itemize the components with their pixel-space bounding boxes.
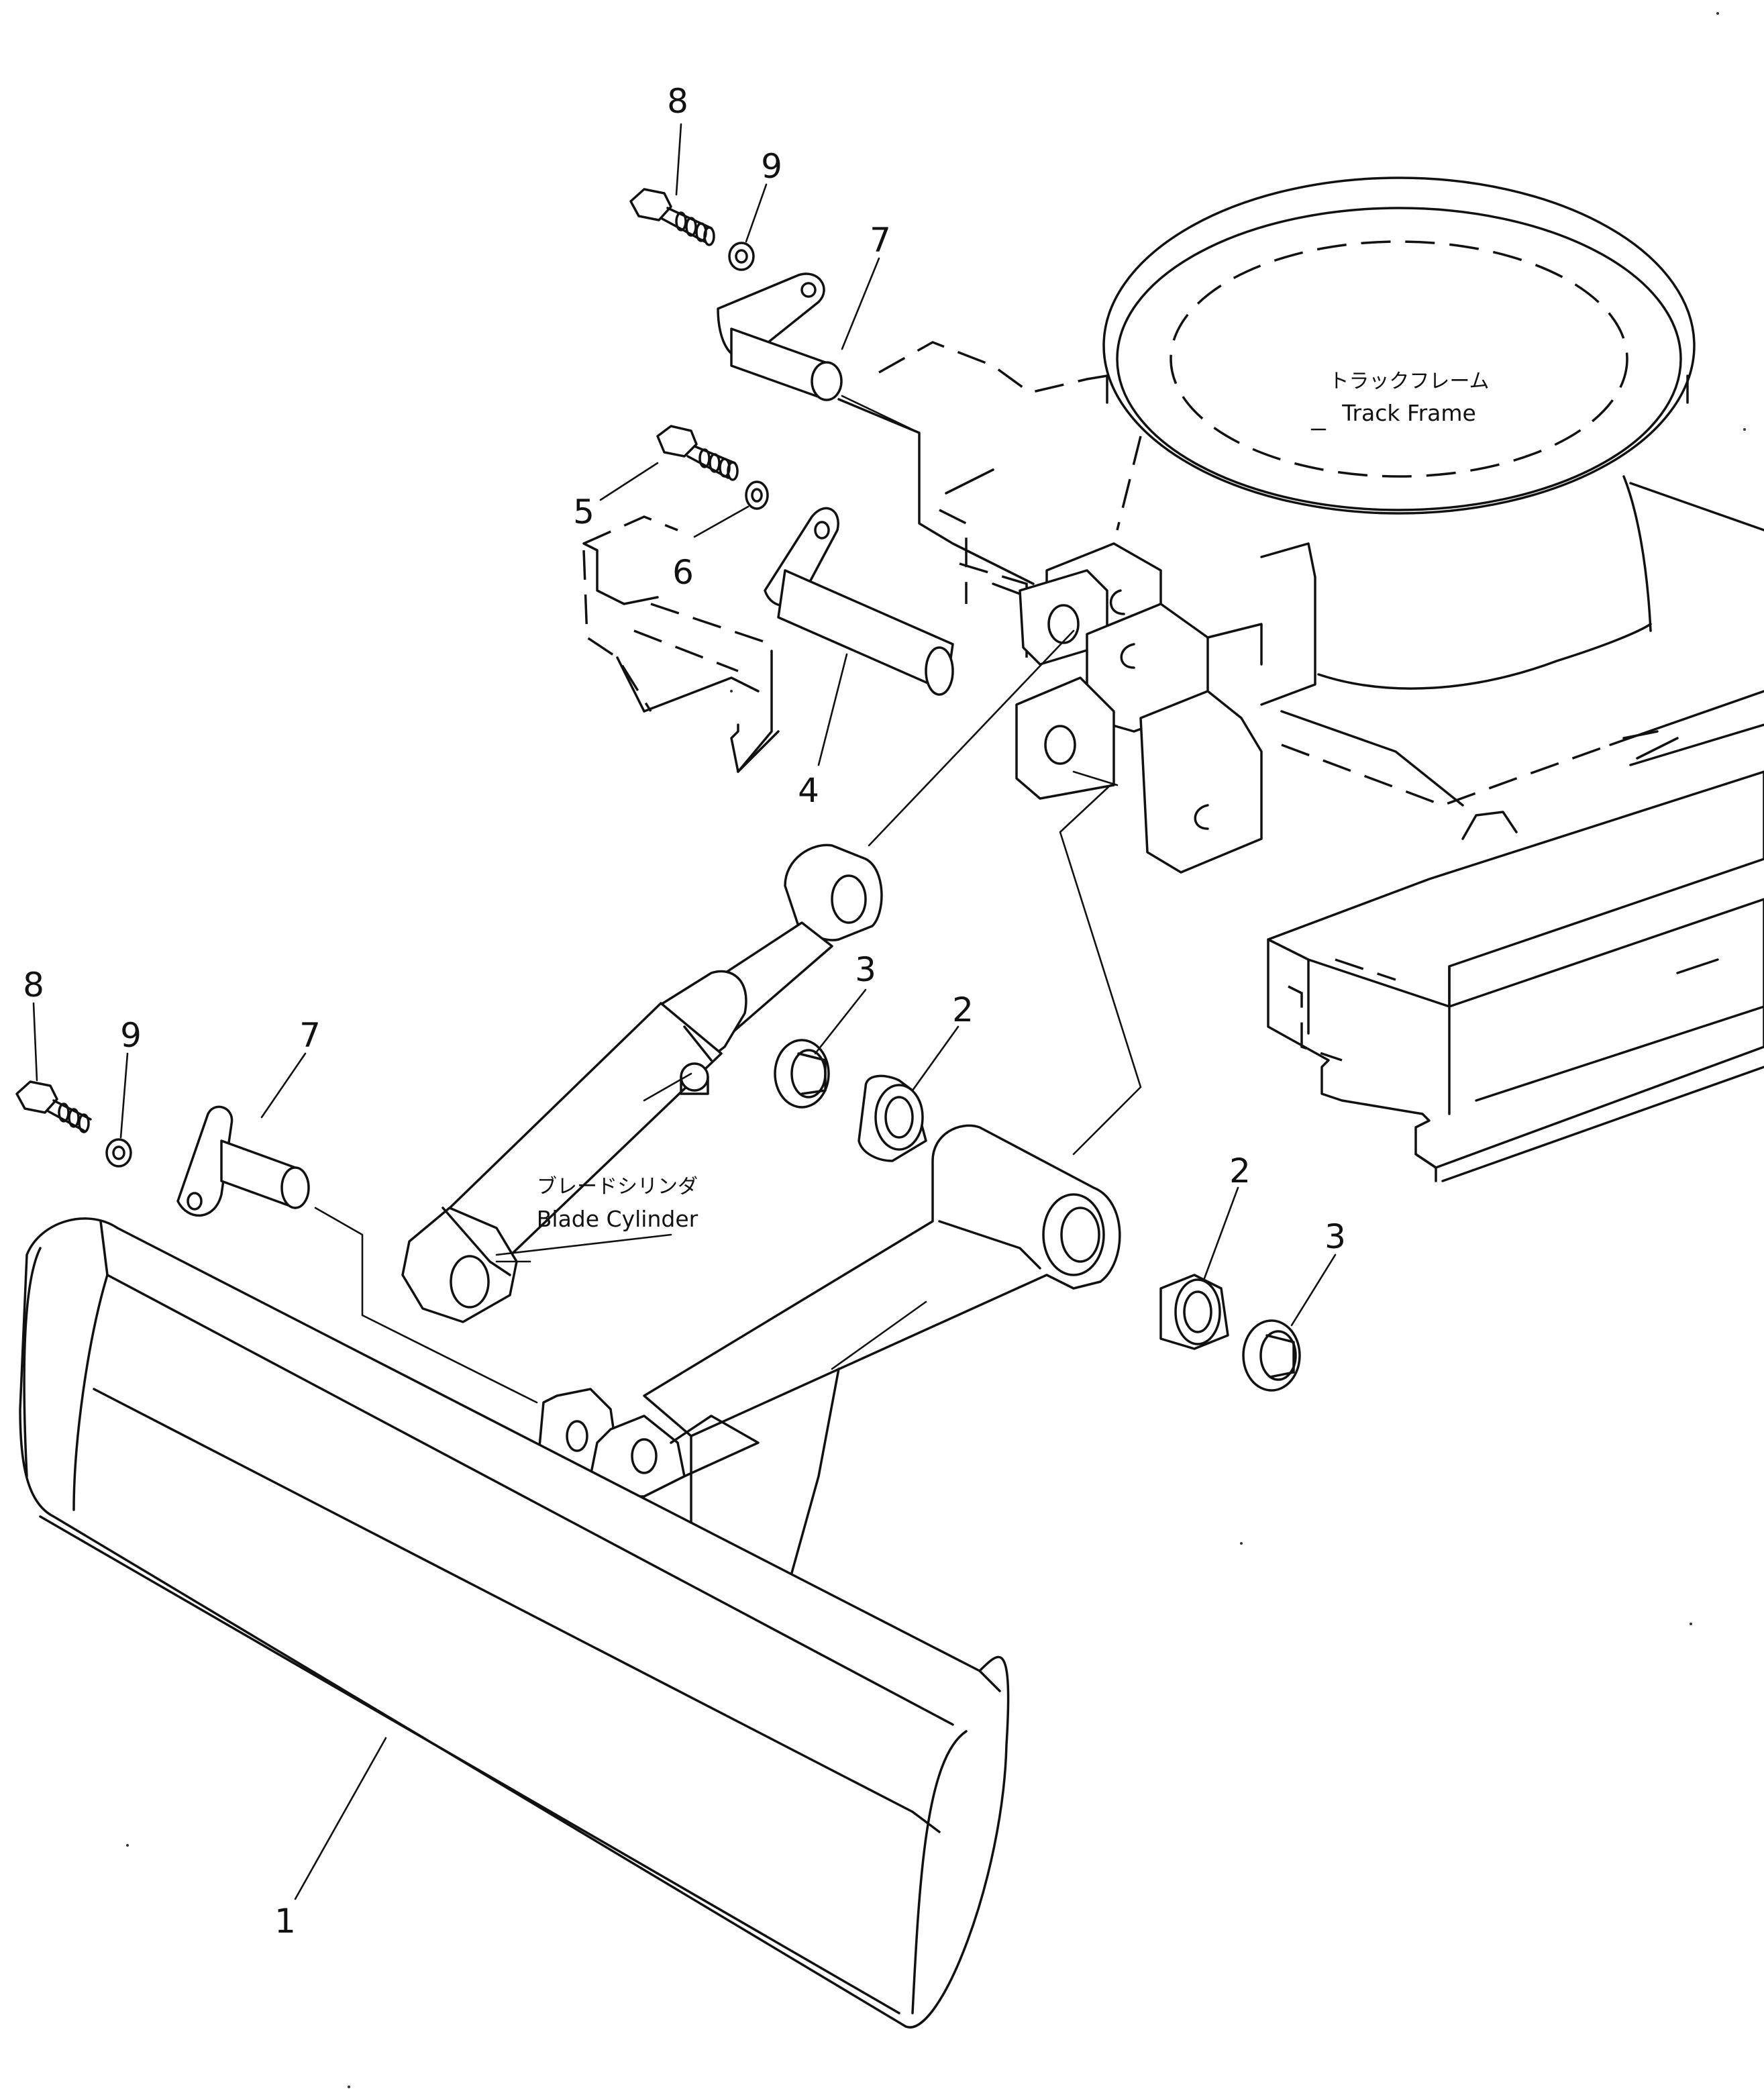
bushing-2-lower xyxy=(1159,1274,1229,1350)
track-frame-label-jp: トラックフレーム xyxy=(1329,370,1489,393)
callout-leaders xyxy=(32,123,1337,1900)
callout-9-left: 9 xyxy=(120,1016,142,1055)
seal-3-upper xyxy=(774,1039,830,1109)
washer-9-top xyxy=(728,242,755,271)
part-labels: トラックフレーム Track Frame ブレードシリンダ Blade Cyli… xyxy=(537,370,1490,1232)
blade-1 xyxy=(19,1217,1010,2029)
track-frame-label-en: Track Frame xyxy=(1341,400,1476,426)
callout-7-top: 7 xyxy=(870,221,891,260)
seal-3-lower xyxy=(1242,1319,1301,1392)
bushing-2-upper xyxy=(858,1074,927,1162)
callout-3-lower: 3 xyxy=(1325,1217,1346,1256)
callout-numbers: 8 9 7 5 6 4 8 9 7 3 2 2 3 1 xyxy=(23,82,1346,1941)
bolt-8-left xyxy=(15,1080,92,1133)
washer-6 xyxy=(745,480,769,510)
callout-4: 4 xyxy=(798,771,819,810)
track-frame xyxy=(837,176,1764,1182)
callout-1: 1 xyxy=(274,1902,296,1941)
frame-bracket-left xyxy=(582,515,780,773)
callout-7-left: 7 xyxy=(299,1016,321,1055)
scan-specks xyxy=(126,12,1746,2088)
callout-8-left: 8 xyxy=(23,966,44,1005)
washer-9-left xyxy=(105,1138,132,1168)
pin-7-top xyxy=(717,272,843,401)
callout-8-top: 8 xyxy=(667,82,688,121)
blade-cylinder-label-en: Blade Cylinder xyxy=(537,1206,698,1232)
assembly-center-lines xyxy=(314,395,1142,1404)
blade-arm xyxy=(535,1124,1121,1598)
pin-7-left xyxy=(176,1105,310,1217)
callout-6: 6 xyxy=(672,553,694,592)
bolt-8-top xyxy=(629,188,715,246)
callout-2-upper: 2 xyxy=(952,990,974,1029)
callout-2-lower: 2 xyxy=(1229,1151,1251,1190)
blade-cylinder-label-jp: ブレードシリンダ xyxy=(537,1175,698,1198)
bolt-5 xyxy=(656,425,739,481)
blade-cylinder xyxy=(401,843,883,1323)
pin-4 xyxy=(764,507,954,696)
callout-3-upper: 3 xyxy=(855,950,876,989)
callout-5: 5 xyxy=(573,493,594,531)
callout-9-top: 9 xyxy=(761,147,782,186)
